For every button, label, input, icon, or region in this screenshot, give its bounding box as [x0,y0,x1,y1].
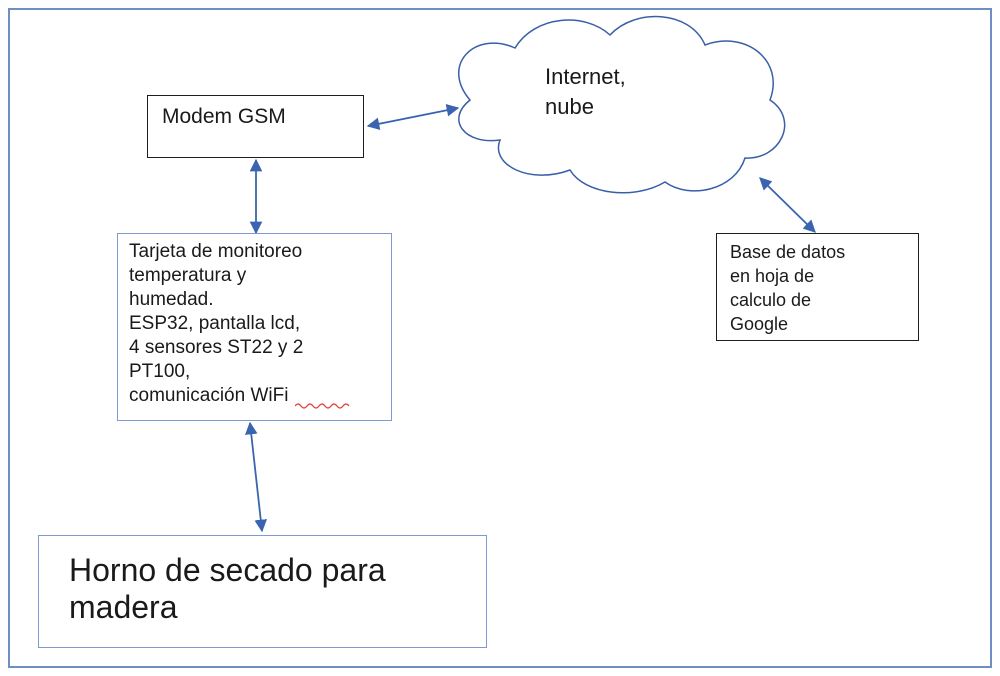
drying-oven-label: Horno de secado para madera [69,552,386,625]
modem-gsm-label: Modem GSM [162,105,286,128]
spellcheck-underline [295,403,350,409]
monitoring-board-box: Tarjeta de monitoreo temperatura y humed… [117,233,392,421]
cloud-shape [458,15,786,194]
cloud-label: Internet, nube [545,64,626,119]
database-label: Base de datos en hoja de calculo de Goog… [730,242,846,334]
drying-oven-box: Horno de secado para madera [38,535,487,648]
modem-gsm-box: Modem GSM [147,95,364,158]
diagram-frame [8,8,992,668]
arrow-cloud-basedatos [759,177,816,233]
arrow-modem-cloud [366,104,460,130]
arrow-tarjeta-horno [244,421,268,533]
database-box: Base de datos en hoja de calculo de Goog… [716,233,919,341]
monitoring-board-label: Tarjeta de monitoreo temperatura y humed… [129,241,304,406]
